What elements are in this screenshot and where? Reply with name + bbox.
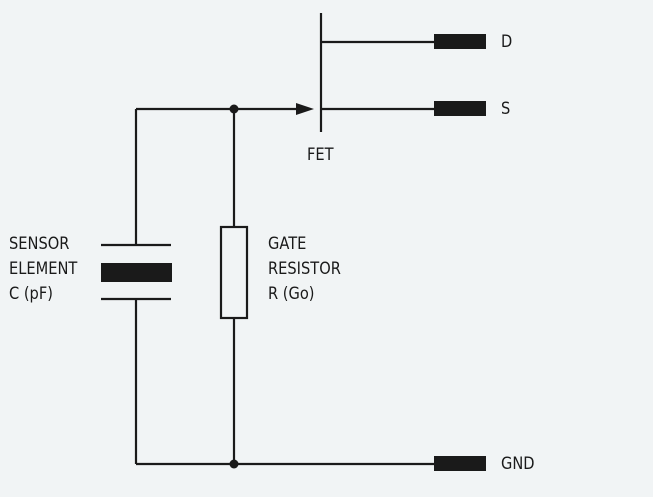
fet-gate-arrow xyxy=(296,103,314,115)
sensor-line-2: ELEMENT xyxy=(9,259,78,279)
junction-bottom xyxy=(229,459,239,469)
gate-line-1: GATE xyxy=(268,234,307,254)
terminal-gnd xyxy=(434,456,486,471)
sensor-line-3: C (pF) xyxy=(9,284,53,304)
gate-line-2: RESISTOR xyxy=(268,259,341,279)
resistor-body xyxy=(219,225,249,320)
sensor-line-1: SENSOR xyxy=(9,234,70,254)
terminal-s xyxy=(434,101,486,116)
capacitor-dielectric xyxy=(101,263,172,282)
label-s: S xyxy=(501,99,511,119)
label-d: D xyxy=(501,32,513,52)
terminal-d xyxy=(434,34,486,49)
junction-top xyxy=(229,104,239,114)
gate-line-3: R (Go) xyxy=(268,284,315,304)
label-sensor-element: SENSOR ELEMENT C (pF) xyxy=(9,232,77,307)
label-gate-resistor: GATE RESISTOR R (Go) xyxy=(268,232,341,307)
label-fet: FET xyxy=(307,145,334,165)
label-gnd: GND xyxy=(501,454,535,474)
